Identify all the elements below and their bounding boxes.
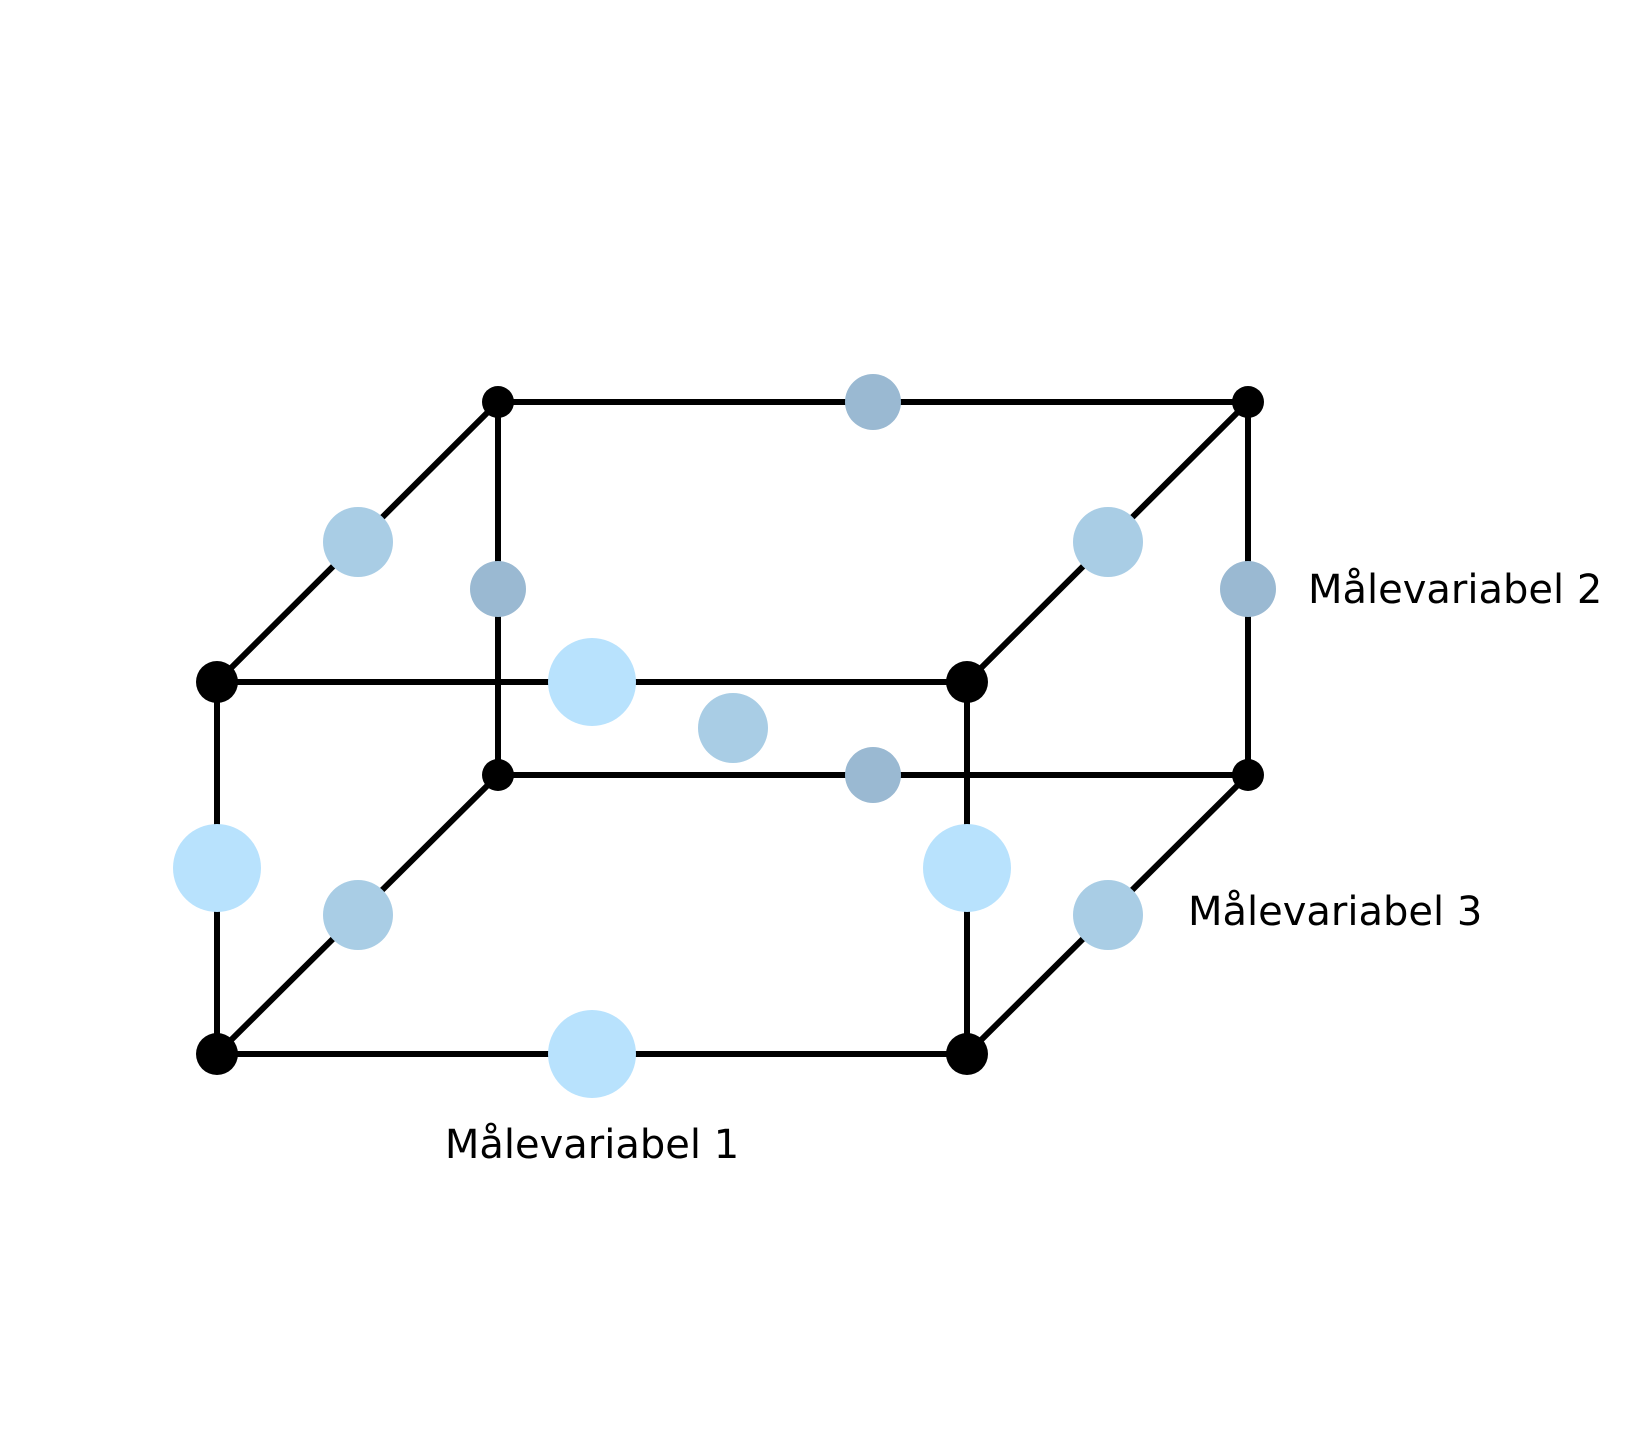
axis-label-variable-1: Målevariabel 1 [445, 1122, 739, 1168]
corner-point-front-top-left [196, 661, 238, 703]
corner-point-back-bottom-left [482, 759, 514, 791]
midpoint-back-right [1220, 561, 1276, 617]
back-midpoints [470, 374, 1276, 803]
midpoint-front-bottom [548, 1010, 636, 1098]
front-midpoints [173, 638, 1011, 1098]
corner-point-front-bottom-left [196, 1033, 238, 1075]
corner-point-front-top-right [946, 661, 988, 703]
corner-point-back-bottom-right [1232, 759, 1264, 791]
corner-point-front-bottom-right [946, 1033, 988, 1075]
midpoint-depth-top-left [323, 507, 393, 577]
depth-midpoints [323, 507, 1143, 950]
midpoint-back-bottom [845, 747, 901, 803]
midpoint-front-left [173, 824, 261, 912]
midpoint-back-top [845, 374, 901, 430]
midpoint-depth-top-right [1073, 507, 1143, 577]
back-corner-points [482, 386, 1264, 791]
axis-label-variable-3: Målevariabel 3 [1188, 889, 1482, 935]
center-point [698, 693, 768, 763]
axis-label-variable-2: Målevariabel 2 [1308, 567, 1602, 613]
midpoint-front-right [923, 824, 1011, 912]
front-corner-points [196, 661, 988, 1075]
corner-point-back-top-left [482, 386, 514, 418]
midpoint-depth-bottom-right [1073, 880, 1143, 950]
midpoint-back-left [470, 561, 526, 617]
midpoint-front-top [548, 638, 636, 726]
corner-point-back-top-right [1232, 386, 1264, 418]
front-face-edges [214, 679, 970, 1057]
midpoint-depth-bottom-left [323, 880, 393, 950]
